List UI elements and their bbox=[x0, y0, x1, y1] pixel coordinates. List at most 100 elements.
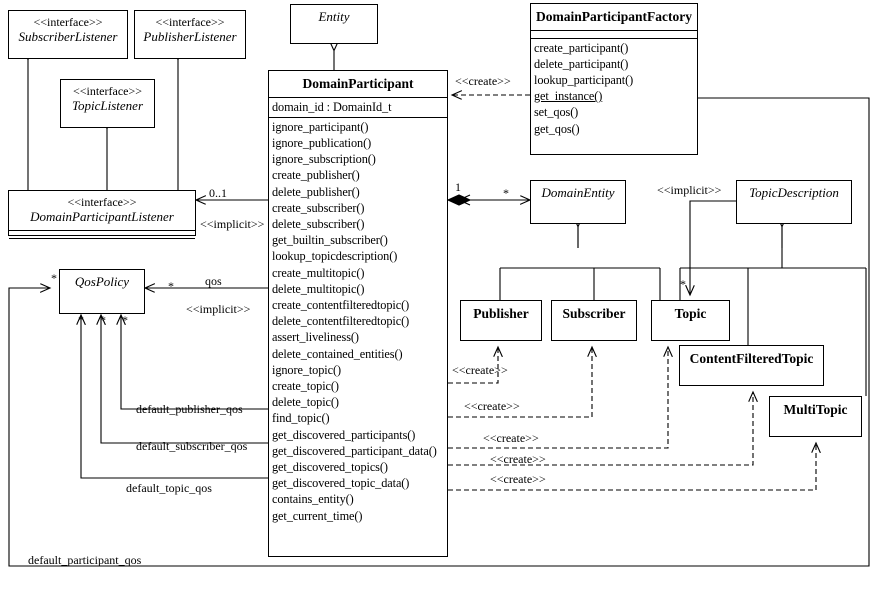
class-name: DomainParticipantListener bbox=[30, 208, 174, 224]
label-create-topic: <<create>> bbox=[483, 431, 539, 445]
class-domain-participant-listener[interactable]: <<interface>> DomainParticipantListener bbox=[8, 190, 196, 239]
class-title: DomainParticipant bbox=[302, 76, 414, 91]
label-qos-star-a: * bbox=[78, 313, 84, 327]
label-implicit-qos: <<implicit>> bbox=[186, 302, 251, 316]
operations-compartment bbox=[9, 237, 195, 246]
assoc-default-subscriber-qos bbox=[101, 315, 268, 444]
attribute-row: domain_id : DomainId_t bbox=[272, 99, 392, 114]
assoc-default-topic-qos bbox=[81, 315, 268, 479]
class-domain-participant-factory[interactable]: DomainParticipantFactory create_particip… bbox=[530, 3, 698, 155]
attributes-compartment: domain_id : DomainId_t bbox=[269, 96, 447, 117]
class-title: <<interface>> DomainParticipantListener bbox=[9, 191, 195, 230]
operation-row: lookup_topicdescription() bbox=[272, 249, 398, 264]
operation-row: ignore_publication() bbox=[272, 135, 372, 150]
label-composition-one: 1 bbox=[455, 180, 461, 194]
operation-row: delete_participant() bbox=[534, 56, 629, 71]
dep-create-publisher bbox=[448, 347, 498, 384]
operation-row: create_multitopic() bbox=[272, 265, 365, 280]
class-title: <<interface>> PublisherListener bbox=[135, 11, 245, 50]
class-name: DomainEntity bbox=[541, 185, 615, 200]
label-qos-star-right: * bbox=[168, 279, 174, 293]
attributes-compartment bbox=[9, 229, 195, 238]
label-default-topic-qos: default_topic_qos bbox=[126, 481, 212, 495]
label-qos-role: qos bbox=[205, 274, 222, 288]
class-publisher[interactable]: Publisher bbox=[460, 300, 542, 341]
class-name: MultiTopic bbox=[783, 402, 848, 417]
label-default-publisher-qos: default_publisher_qos bbox=[136, 402, 243, 416]
operation-row: delete_contentfilteredtopic() bbox=[272, 314, 410, 329]
label-domainentity-star: * bbox=[503, 186, 509, 200]
class-name: Topic bbox=[674, 306, 707, 321]
label-create-publisher: <<create>> bbox=[452, 363, 508, 377]
assoc-domainentity-backarrow-b bbox=[458, 194, 471, 201]
label-implicit-listener: <<implicit>> bbox=[200, 217, 265, 231]
class-topic-listener[interactable]: <<interface>> TopicListener bbox=[60, 79, 155, 128]
operation-row: create_publisher() bbox=[272, 168, 360, 183]
class-publisher-listener[interactable]: <<interface>> PublisherListener bbox=[134, 10, 246, 59]
label-create-contentfilteredtopic: <<create>> bbox=[490, 452, 546, 466]
operation-row: lookup_participant() bbox=[534, 72, 634, 87]
operation-row: ignore_subscription() bbox=[272, 152, 376, 167]
class-domain-entity[interactable]: DomainEntity bbox=[530, 180, 626, 224]
label-default-subscriber-qos: default_subscriber_qos bbox=[136, 439, 248, 453]
operation-row-static: get_instance() bbox=[534, 89, 603, 104]
dep-create-contentfilteredtopic bbox=[448, 392, 753, 466]
operation-row: get_discovered_participants() bbox=[272, 427, 416, 442]
label-create-domainparticipant: <<create>> bbox=[455, 74, 511, 88]
label-create-subscriber: <<create>> bbox=[464, 399, 520, 413]
class-name: QosPolicy bbox=[74, 274, 130, 289]
operation-row: delete_multitopic() bbox=[272, 281, 365, 296]
operation-row: get_discovered_topic_data() bbox=[272, 476, 410, 491]
operation-row: create_contentfilteredtopic() bbox=[272, 297, 410, 312]
label-qos-star-c: * bbox=[122, 313, 128, 327]
class-name: Entity bbox=[318, 9, 350, 24]
class-qos-policy[interactable]: QosPolicy bbox=[59, 269, 145, 314]
operation-row: get_qos() bbox=[534, 121, 580, 136]
class-content-filtered-topic[interactable]: ContentFilteredTopic bbox=[679, 345, 824, 386]
class-name: Subscriber bbox=[562, 306, 626, 321]
operation-row: contains_entity() bbox=[272, 492, 354, 507]
operation-row: get_discovered_participant_data() bbox=[272, 443, 437, 458]
operation-row: delete_topic() bbox=[272, 395, 339, 410]
class-name: PublisherListener bbox=[143, 28, 237, 44]
class-topic[interactable]: Topic bbox=[651, 300, 730, 341]
assoc-default-publisher-qos bbox=[121, 315, 268, 410]
stereotype-label: <<interface>> bbox=[33, 15, 103, 29]
assoc-default-participant-qos bbox=[8, 97, 870, 567]
stereotype-label: <<interface>> bbox=[67, 195, 137, 209]
operation-row: ignore_topic() bbox=[272, 362, 341, 377]
assoc-domainentity-backarrow-a bbox=[458, 199, 471, 206]
label-qos-star-left: * bbox=[51, 271, 57, 285]
dep-create-multitopic bbox=[448, 443, 816, 491]
assoc-implicit-topicdescription-topic bbox=[690, 200, 737, 295]
class-multi-topic[interactable]: MultiTopic bbox=[769, 396, 862, 437]
operation-row: delete_contained_entities() bbox=[272, 346, 403, 361]
class-domain-participant[interactable]: DomainParticipant domain_id : DomainId_t… bbox=[268, 70, 448, 557]
class-name: TopicListener bbox=[71, 97, 144, 113]
operation-row: get_current_time() bbox=[272, 508, 363, 523]
label-qos-star-b: * bbox=[100, 313, 106, 327]
dep-create-topic bbox=[448, 347, 668, 449]
operation-row: create_participant() bbox=[534, 40, 629, 55]
class-entity[interactable]: Entity bbox=[290, 4, 378, 44]
class-name: ContentFilteredTopic bbox=[689, 351, 814, 366]
stereotype-label: <<interface>> bbox=[72, 84, 143, 98]
label-implicit-topicdescription: <<implicit>> bbox=[657, 183, 722, 197]
operation-row: delete_subscriber() bbox=[272, 216, 365, 231]
class-title: DomainParticipantFactory bbox=[536, 9, 692, 24]
label-listener-multiplicity: 0..1 bbox=[209, 186, 227, 200]
operation-row: create_topic() bbox=[272, 378, 339, 393]
operation-row: get_builtin_subscriber() bbox=[272, 233, 388, 248]
class-topic-description[interactable]: TopicDescription bbox=[736, 180, 852, 224]
class-subscriber-listener[interactable]: <<interface>> SubscriberListener bbox=[8, 10, 128, 59]
label-default-participant-qos: default_participant_qos bbox=[28, 553, 142, 567]
operation-row: get_discovered_topics() bbox=[272, 459, 388, 474]
class-title: <<interface>> SubscriberListener bbox=[9, 11, 127, 50]
class-title: <<interface>> TopicListener bbox=[61, 80, 154, 119]
operation-row: create_subscriber() bbox=[272, 200, 365, 215]
dep-create-subscriber bbox=[448, 347, 592, 418]
class-subscriber[interactable]: Subscriber bbox=[551, 300, 637, 341]
stereotype-label: <<interface>> bbox=[155, 15, 225, 29]
